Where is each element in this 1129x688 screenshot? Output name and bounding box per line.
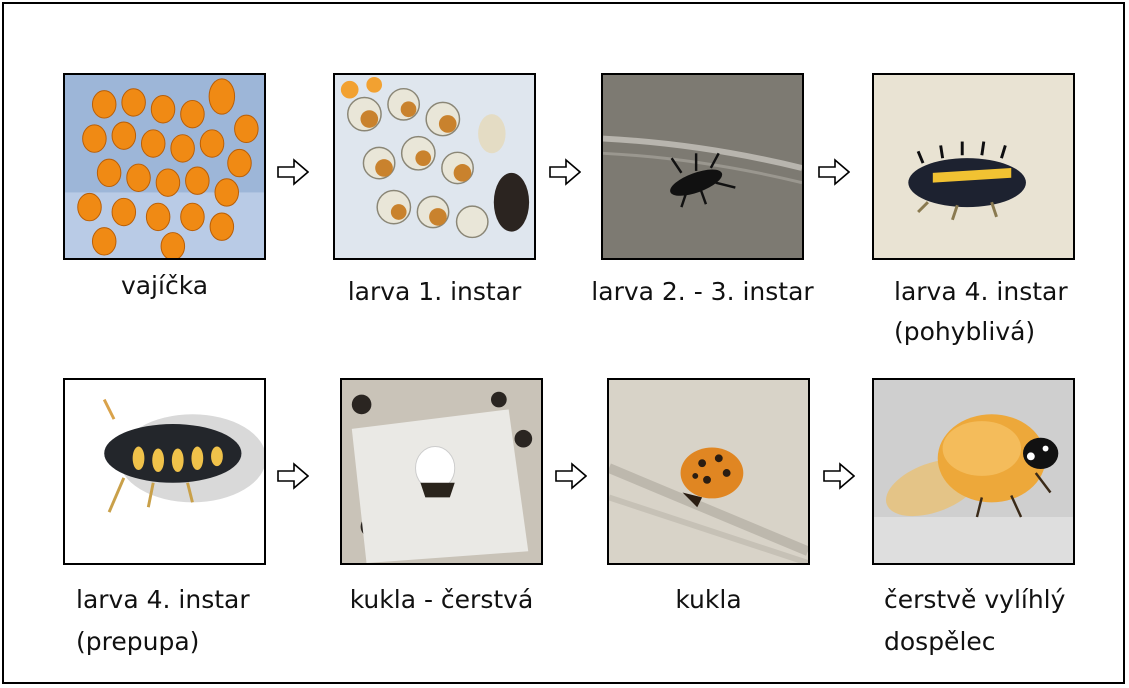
caption-line1: kukla [675,585,741,614]
caption-line2: (prepupa) [76,624,250,660]
caption-prepupa: larva 4. instar (prepupa) [76,582,250,660]
arrow-right-icon [277,462,309,490]
photo-larva23 [601,73,804,260]
photo-pupa [607,378,810,565]
caption-line1: čerstvě vylíhlý [884,582,1065,618]
caption-line1: larva 4. instar [894,274,1068,310]
caption-pupa-fresh: kukla - čerstvá [323,582,560,618]
caption-larva4-mobile: larva 4. instar (pohyblivá) [894,274,1068,350]
arrow-right-icon [277,158,309,186]
caption-line1: larva 1. instar [348,277,522,306]
caption-line1: larva 4. instar [76,582,250,618]
photo-larva1 [333,73,536,260]
arrow-right-icon [555,462,587,490]
photo-larva4-mobile [872,73,1075,260]
caption-eggs: vajíčka [63,268,266,304]
arrow-right-icon [549,158,581,186]
photo-adult [872,378,1075,565]
caption-line1: larva 2. - 3. instar [591,277,813,306]
arrow-right-icon [818,158,850,186]
caption-larva23: larva 2. - 3. instar [581,274,824,310]
caption-adult: čerstvě vylíhlý dospělec [884,582,1065,660]
photo-pupa-fresh [340,378,543,565]
photo-prepupa [63,378,266,565]
caption-line2: (pohyblivá) [894,314,1068,350]
caption-pupa: kukla [607,582,810,618]
caption-line1: vajíčka [121,271,208,300]
caption-line1: kukla - čerstvá [350,585,534,614]
caption-larva1: larva 1. instar [323,274,546,310]
arrow-right-icon [823,462,855,490]
caption-line2: dospělec [884,624,1065,660]
photo-eggs [63,73,266,260]
